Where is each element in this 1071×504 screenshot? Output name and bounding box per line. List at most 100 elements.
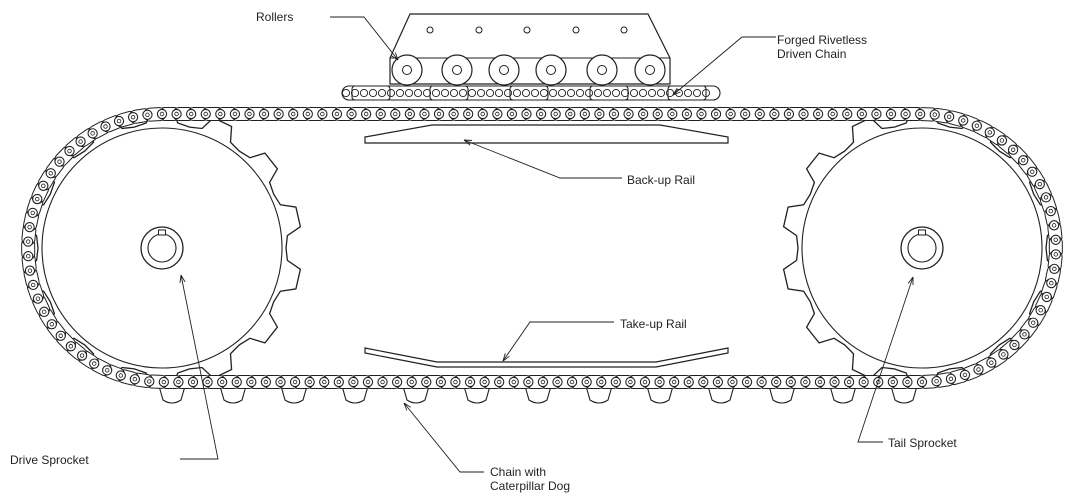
chain-pin bbox=[628, 379, 633, 385]
driven-chain-link bbox=[638, 88, 648, 98]
chain-pin bbox=[351, 379, 356, 385]
chain-pin bbox=[480, 111, 485, 117]
chain-pin bbox=[859, 111, 865, 117]
chain-pin bbox=[467, 379, 473, 385]
chain-pin bbox=[815, 111, 821, 117]
chain-pin bbox=[1010, 147, 1016, 152]
driven-chain-pusher bbox=[509, 85, 549, 101]
chain-pin bbox=[715, 379, 721, 385]
chain-pin bbox=[728, 111, 733, 117]
driven-chain-pusher bbox=[351, 85, 391, 101]
chain-pin bbox=[57, 159, 62, 164]
chain-pin bbox=[104, 368, 110, 373]
driven-chain-link bbox=[341, 88, 351, 98]
drive-sprocket-keyway bbox=[158, 229, 166, 236]
driven-chain-link bbox=[692, 88, 702, 98]
chain-pin bbox=[701, 379, 706, 385]
caterpillar-dog bbox=[829, 385, 857, 404]
chain-pin bbox=[888, 111, 894, 117]
chain-dog-label: Chain with Caterpillar Dog bbox=[490, 465, 570, 493]
chain-dog-leader-arrowhead bbox=[403, 402, 411, 411]
chain-pin bbox=[451, 111, 456, 117]
driven-chain-link bbox=[377, 88, 387, 98]
chain-pin bbox=[699, 111, 704, 117]
driven-chain-link bbox=[386, 88, 396, 98]
chain-pin bbox=[774, 379, 779, 385]
driven-chain-link bbox=[431, 88, 441, 98]
chain-pin bbox=[1001, 352, 1006, 357]
chain-pin bbox=[161, 379, 167, 385]
chain-pin bbox=[363, 111, 369, 117]
housing-bolt-hole bbox=[475, 26, 483, 34]
chain-pin bbox=[334, 111, 340, 117]
chain-pin bbox=[78, 139, 83, 144]
chain-pin bbox=[999, 138, 1005, 143]
roller-housing bbox=[389, 13, 671, 85]
chain-pin bbox=[1043, 195, 1049, 200]
chain-pin bbox=[174, 111, 179, 117]
chain-pin bbox=[394, 379, 400, 385]
drive-sprocket-label: Drive Sprocket bbox=[10, 453, 89, 467]
chain-pin bbox=[932, 112, 937, 117]
chain-pin bbox=[1021, 158, 1026, 163]
chain-pin bbox=[830, 111, 835, 117]
caterpillar-dog bbox=[585, 385, 613, 404]
leader-lines bbox=[179, 16, 914, 473]
chain-pin bbox=[116, 118, 122, 124]
guide-roller-axle bbox=[597, 65, 607, 75]
driven-chain-link bbox=[395, 88, 405, 98]
chain-pin bbox=[130, 114, 136, 120]
chain-pin bbox=[640, 111, 646, 117]
drive-sprocket bbox=[22, 107, 302, 389]
guide-roller-axle bbox=[499, 65, 509, 75]
forged-chain-label-line1: Forged Rivetless bbox=[777, 33, 868, 47]
chain-pin bbox=[495, 111, 500, 117]
rollers-leader bbox=[330, 16, 399, 61]
takeup-rail-leader-arrowhead bbox=[502, 353, 510, 362]
tail-sprocket bbox=[782, 107, 1062, 389]
chain-pin bbox=[30, 282, 36, 288]
housing-bolt-hole bbox=[523, 26, 531, 34]
driven-chain-link bbox=[350, 88, 360, 98]
chain-pin bbox=[1053, 237, 1058, 242]
caterpillar-dog bbox=[219, 385, 247, 404]
chain-pin bbox=[49, 322, 55, 327]
chain-pin bbox=[1029, 169, 1035, 174]
chain-pin bbox=[1031, 320, 1036, 325]
driven-chain-pusher bbox=[429, 85, 469, 101]
chain-pin bbox=[1049, 280, 1054, 286]
backup-rail-leader-arrowhead bbox=[463, 139, 473, 146]
housing-bolt-hole bbox=[426, 26, 434, 34]
chain-pin bbox=[292, 379, 298, 385]
chain-pin bbox=[655, 111, 660, 117]
driven-chain-link bbox=[584, 88, 594, 98]
chain-pin bbox=[509, 111, 515, 117]
chain-pin bbox=[496, 379, 502, 385]
forged-chain-label-line2: Driven Chain bbox=[777, 47, 847, 61]
chain-pin bbox=[380, 379, 385, 385]
driven-chain-link bbox=[521, 88, 531, 98]
takeup-rail-leader bbox=[502, 321, 614, 362]
chain-pin bbox=[744, 379, 750, 385]
roller-assembly bbox=[389, 13, 671, 86]
chain-pin bbox=[465, 111, 471, 117]
chain-pin bbox=[147, 379, 152, 384]
chain-pin bbox=[307, 379, 312, 385]
chain-pin bbox=[48, 171, 53, 176]
chain-pin bbox=[118, 373, 123, 378]
chain-pin bbox=[599, 379, 604, 385]
chain-pin bbox=[27, 268, 33, 273]
caterpillar-dog bbox=[341, 385, 369, 404]
chain-pin bbox=[25, 239, 31, 244]
driven-chain-link bbox=[368, 88, 378, 98]
chain-pin bbox=[861, 379, 866, 385]
caterpillar-dog bbox=[890, 385, 918, 404]
chain-pin bbox=[422, 111, 427, 117]
chain-pin bbox=[393, 111, 398, 117]
driven-chain-link bbox=[647, 88, 657, 98]
chain-dog-leader bbox=[403, 402, 484, 473]
chain-pin bbox=[176, 379, 181, 385]
chain-pin bbox=[540, 379, 546, 385]
chain-pin bbox=[145, 112, 150, 117]
